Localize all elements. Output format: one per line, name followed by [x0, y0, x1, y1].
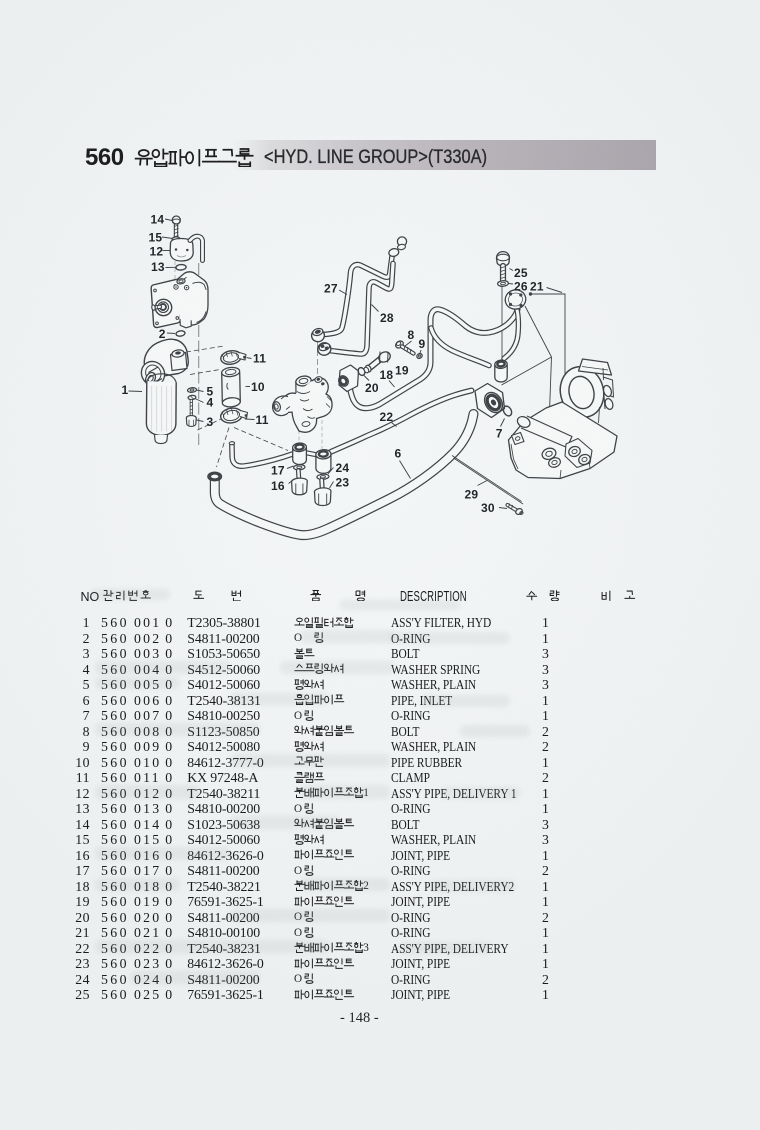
svg-text:23: 23: [336, 476, 350, 490]
svg-text:24: 24: [336, 461, 350, 475]
svg-text:22: 22: [380, 410, 394, 424]
svg-text:30: 30: [481, 501, 495, 515]
svg-text:19: 19: [395, 364, 409, 378]
svg-text:11: 11: [256, 413, 269, 427]
svg-text:2: 2: [159, 327, 166, 341]
svg-text:11: 11: [253, 352, 266, 366]
svg-text:3: 3: [207, 415, 214, 429]
svg-text:6: 6: [395, 447, 402, 461]
svg-text:4: 4: [207, 396, 214, 410]
svg-text:10: 10: [251, 380, 265, 394]
svg-text:1: 1: [122, 383, 129, 397]
svg-text:26: 26: [514, 280, 528, 294]
svg-text:27: 27: [324, 282, 338, 296]
svg-text:12: 12: [150, 245, 164, 259]
svg-text:16: 16: [271, 479, 285, 493]
svg-text:18: 18: [380, 368, 394, 382]
svg-text:29: 29: [465, 488, 479, 502]
svg-text:13: 13: [151, 260, 165, 274]
svg-text:14: 14: [151, 213, 165, 227]
svg-text:9: 9: [419, 337, 426, 351]
svg-text:8: 8: [408, 328, 415, 342]
svg-text:20: 20: [365, 381, 379, 395]
svg-text:17: 17: [271, 464, 285, 478]
svg-text:25: 25: [514, 266, 528, 280]
svg-text:28: 28: [380, 311, 394, 325]
svg-text:21: 21: [530, 280, 544, 294]
svg-text:7: 7: [496, 427, 503, 441]
svg-text:15: 15: [149, 231, 163, 245]
